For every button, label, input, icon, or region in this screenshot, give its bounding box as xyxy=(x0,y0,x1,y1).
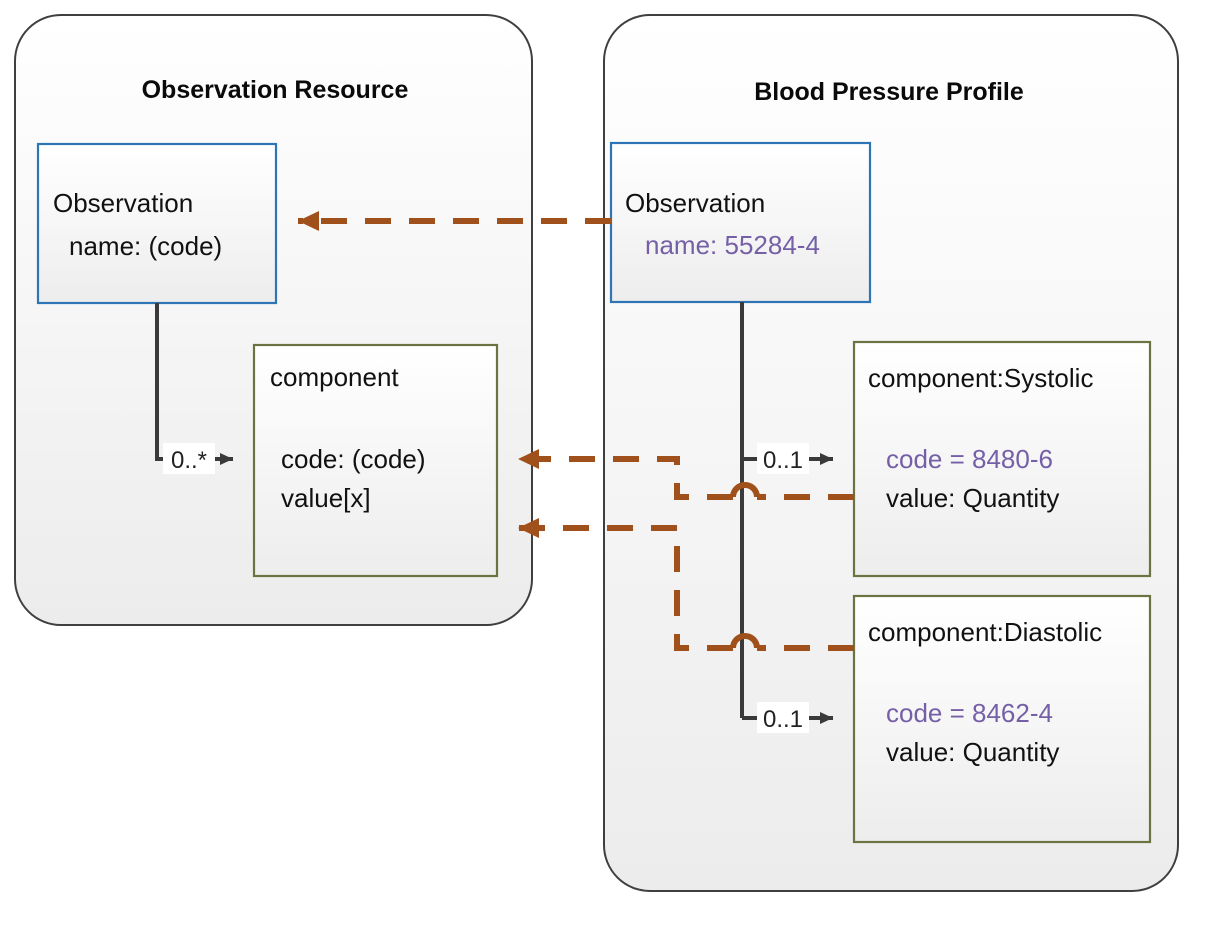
left-panel-title: Observation Resource xyxy=(142,76,409,104)
right-panel-title: Blood Pressure Profile xyxy=(754,78,1024,106)
left-component-box-rect xyxy=(252,343,499,578)
diastolic-multiplicity-bg xyxy=(757,702,809,733)
left-observation-box[interactable]: Observation name: (code) xyxy=(36,142,278,305)
left-containment-connector: 0..* xyxy=(155,303,233,474)
diastolic-box[interactable]: component:Diastolic code = 8462-4 value:… xyxy=(852,594,1152,844)
left-observation-attr-name: name: (code) xyxy=(69,231,222,261)
right-observation-box[interactable]: Observation name: 55284-4 xyxy=(609,141,872,304)
left-observation-class-name: Observation xyxy=(53,188,193,218)
left-component-box[interactable]: component code: (code) value[x] xyxy=(252,343,499,578)
left-component-attr-value: value[x] xyxy=(281,483,371,513)
diastolic-multiplicity-label: 0..1 xyxy=(763,706,803,733)
left-multiplicity-bg xyxy=(163,443,215,474)
systolic-box-rect xyxy=(852,340,1152,578)
systolic-attr-value: value: Quantity xyxy=(886,483,1059,513)
left-component-class-name: component xyxy=(270,362,399,392)
diastolic-attr-code: code = 8462-4 xyxy=(886,698,1053,728)
left-observation-box-rect xyxy=(36,142,278,305)
diastolic-class-name: component:Diastolic xyxy=(868,617,1102,647)
systolic-multiplicity-label: 0..1 xyxy=(763,447,803,474)
systolic-multiplicity-bg xyxy=(757,443,809,474)
left-multiplicity-label: 0..* xyxy=(171,447,207,474)
systolic-class-name: component:Systolic xyxy=(868,363,1093,393)
diastolic-derivation-hop xyxy=(730,633,760,649)
right-observation-class-name: Observation xyxy=(625,188,765,218)
diastolic-attr-value: value: Quantity xyxy=(886,737,1059,767)
left-component-attr-code: code: (code) xyxy=(281,444,426,474)
diastolic-box-rect xyxy=(852,594,1152,844)
right-observation-attr-name: name: 55284-4 xyxy=(645,230,820,260)
right-observation-box-rect xyxy=(609,141,872,304)
systolic-derivation-hop xyxy=(730,482,760,498)
right-containment-connectors: 0..1 0..1 xyxy=(740,302,833,733)
systolic-box[interactable]: component:Systolic code = 8480-6 value: … xyxy=(852,340,1152,578)
systolic-attr-code: code = 8480-6 xyxy=(886,444,1053,474)
